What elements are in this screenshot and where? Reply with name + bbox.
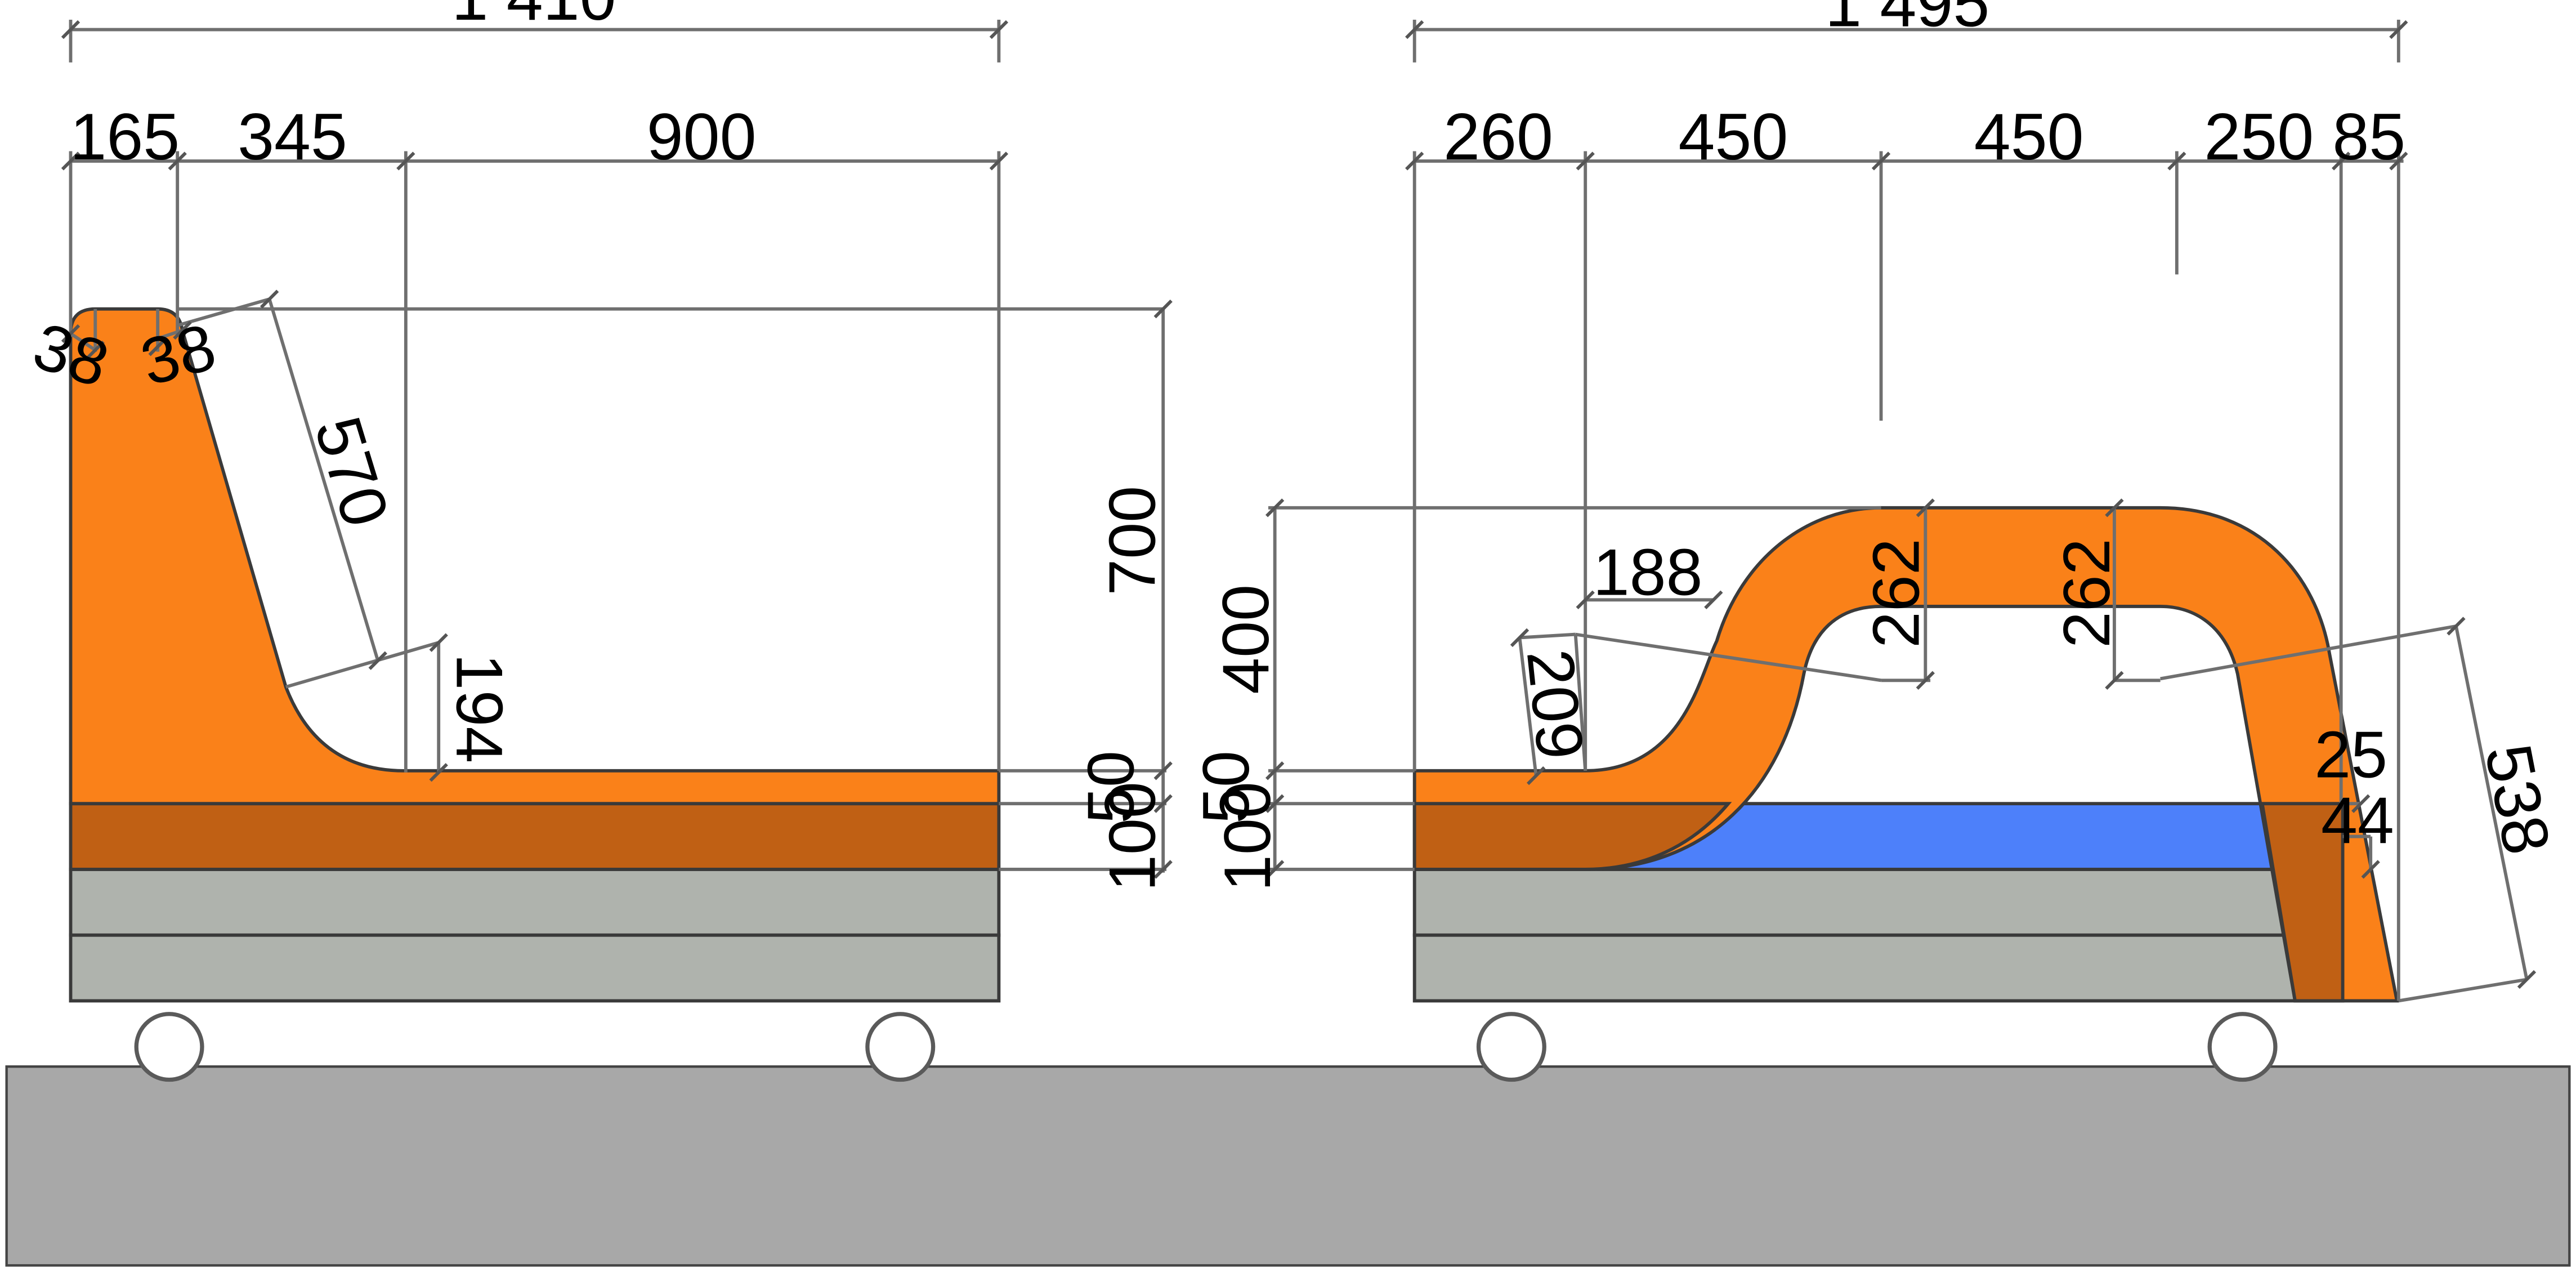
right-offset-b-label: 44 xyxy=(2321,783,2394,857)
left-seg-a-label: 165 xyxy=(70,100,180,173)
right-height-label: 400 xyxy=(1209,584,1282,694)
left-seg-b-label: 345 xyxy=(238,100,347,173)
right-overall-width-label: 1 495 xyxy=(1825,0,1989,41)
left-base-top xyxy=(69,868,1001,937)
right-seg-a-label: 260 xyxy=(1443,100,1553,173)
left-foam-dark-layer xyxy=(69,802,1001,871)
right-inner-width-label: 188 xyxy=(1593,535,1703,609)
floor xyxy=(5,1065,2571,1267)
left-corner-right-label: 38 xyxy=(133,309,223,399)
left-base-bottom xyxy=(69,933,1001,1003)
right-layer-mid-label: 100 xyxy=(1210,782,1284,891)
left-wheel-rear xyxy=(865,1012,936,1082)
right-base-top xyxy=(1412,868,2345,937)
right-slope-label: 538 xyxy=(2471,738,2565,860)
right-view: 1 495 260 450 450 250 85 188 209 262 262… xyxy=(1189,0,2565,1082)
right-inner-radius-label: 209 xyxy=(1513,646,1598,762)
right-wheel-rear xyxy=(2207,1012,2278,1082)
left-slope-label: 570 xyxy=(301,408,403,535)
right-seg-b-label: 450 xyxy=(1679,100,1788,173)
left-wheel-front xyxy=(134,1012,204,1082)
left-height-label: 700 xyxy=(1095,486,1169,596)
right-thickness-a-label: 262 xyxy=(1859,538,1933,648)
right-foam-dark-overlap xyxy=(1412,802,1732,871)
right-seg-c-label: 450 xyxy=(1974,100,2084,173)
left-layer-top-label: 50 xyxy=(1074,751,1148,824)
left-layer-mid-label: 100 xyxy=(1095,782,1169,891)
left-radius-label: 194 xyxy=(442,654,516,764)
right-thickness-b-label: 262 xyxy=(2050,538,2123,648)
right-seg-d-label: 250 xyxy=(2204,100,2314,173)
left-view: 1 410 165 345 900 38 38 570 194 700 50 1… xyxy=(25,0,1173,1082)
right-wheel-front xyxy=(1476,1012,1546,1082)
right-back-dark-overlap xyxy=(2260,802,2345,1003)
left-overall-width-label: 1 410 xyxy=(451,0,616,34)
right-layer-top-label: 50 xyxy=(1189,751,1263,824)
right-offset-a-label: 25 xyxy=(2314,717,2387,791)
left-seg-c-label: 900 xyxy=(647,100,757,173)
right-base-bottom xyxy=(1412,933,2345,1003)
right-seg-e-label: 85 xyxy=(2332,100,2405,173)
